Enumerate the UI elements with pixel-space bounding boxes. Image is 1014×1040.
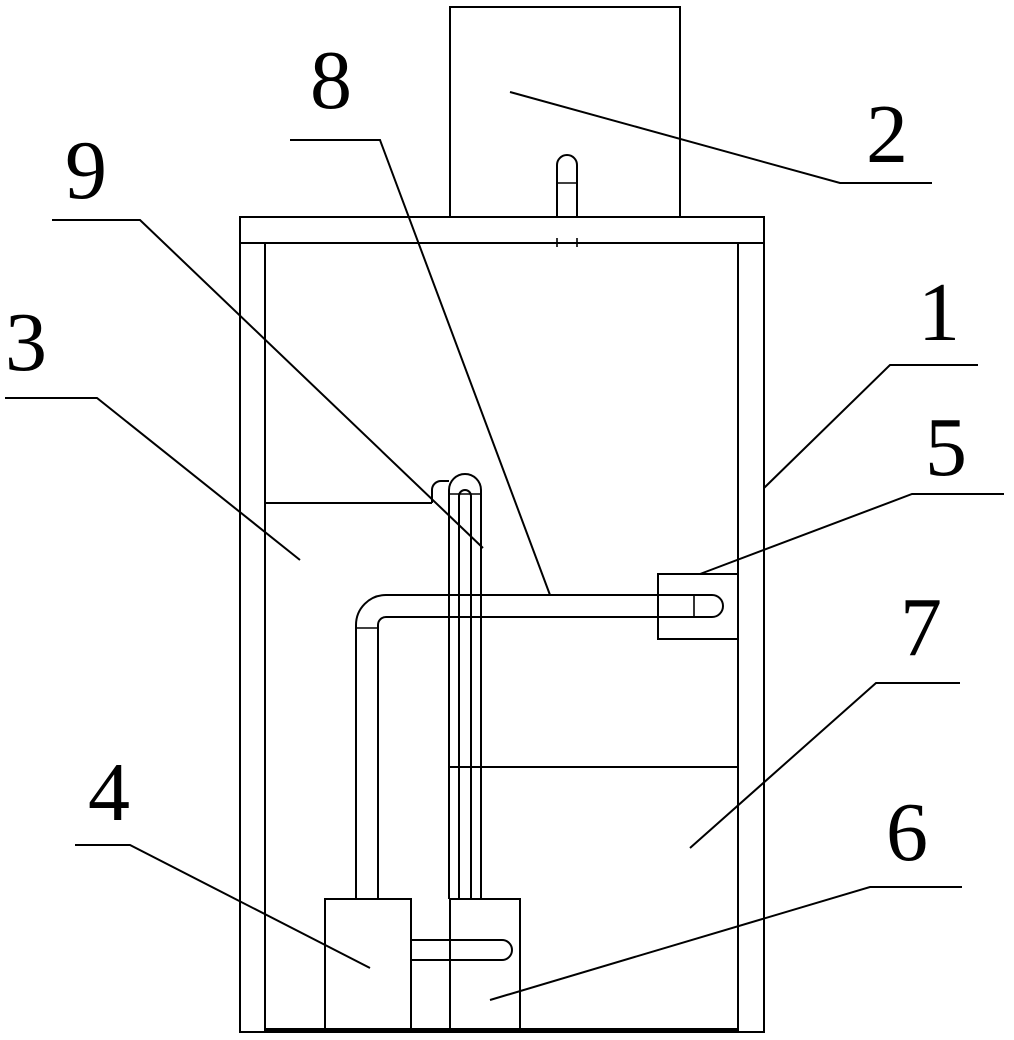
u-tube-outlet [431,480,449,503]
pipe-outer [355,594,724,899]
leader-5 [699,493,1004,575]
leader-8 [290,139,551,596]
callout-7: 7 [900,581,942,674]
connector-tube [411,939,513,961]
callout-9: 9 [65,124,107,217]
pump-box-left [324,898,412,1031]
vent-tube [556,154,578,217]
callout-4: 4 [88,746,130,839]
u-tube-outer [448,472,482,899]
callout-6: 6 [886,786,928,879]
pump-box-right [449,898,521,1031]
leader-3 [5,397,301,561]
leader-4 [75,844,371,969]
callout-5: 5 [925,401,967,494]
callout-3: 3 [5,296,47,389]
u-tube-inner [458,488,472,899]
callout-1: 1 [918,266,960,359]
callout-2: 2 [866,88,908,181]
callout-8: 8 [310,34,352,127]
leader-6 [489,886,962,1001]
leader-9 [52,219,484,549]
leader-7 [689,682,960,849]
top-box [449,6,681,218]
sensor-box [657,573,739,640]
leader-2 [509,91,932,184]
housing-outer [239,216,765,1033]
leader-1 [763,364,978,489]
